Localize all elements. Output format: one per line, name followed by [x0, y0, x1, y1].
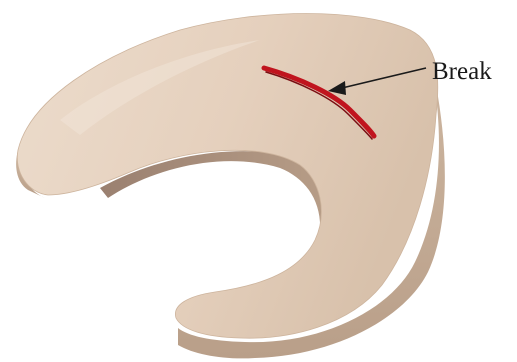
- break-label: Break: [432, 58, 492, 85]
- meniscus-top-surface: [17, 14, 438, 339]
